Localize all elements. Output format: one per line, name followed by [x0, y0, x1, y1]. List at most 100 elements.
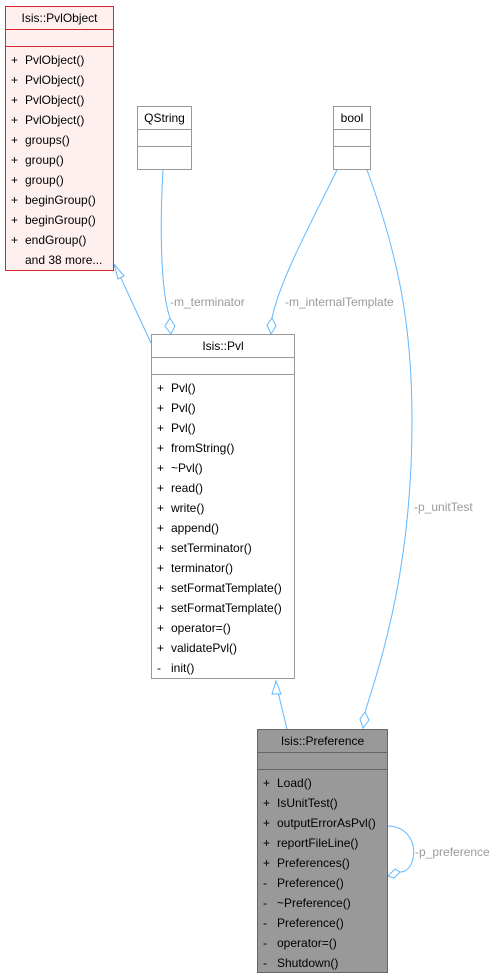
visibility-marker: + [157, 641, 165, 655]
visibility-marker: + [263, 816, 271, 830]
class-operation[interactable]: +fromString() [152, 438, 294, 458]
operation-name: Pvl() [171, 401, 196, 415]
class-operation[interactable]: +setFormatTemplate() [152, 578, 294, 598]
edge-inheritance-preference-pvl [277, 691, 288, 730]
class-operation[interactable]: +groups() [6, 130, 113, 150]
operation-name: PvlObject() [25, 93, 85, 107]
operation-name: beginGroup() [25, 213, 96, 227]
class-pvlobject[interactable]: Isis::PvlObject +PvlObject()+PvlObject()… [5, 6, 114, 271]
class-preference[interactable]: Isis::Preference +Load()+IsUnitTest()+ou… [257, 729, 388, 973]
edge-p-preference [387, 825, 415, 873]
visibility-marker: + [11, 73, 19, 87]
class-operation[interactable]: -Preference() [258, 873, 387, 893]
class-operation[interactable]: +read() [152, 478, 294, 498]
class-operation[interactable]: + Preferences() [258, 853, 387, 873]
class-title: QString [138, 107, 191, 130]
p-unit-test-diamond [359, 711, 370, 730]
operation-name: PvlObject() [25, 53, 85, 67]
class-operations: +PvlObject()+PvlObject()+PvlObject()+Pvl… [6, 47, 113, 270]
class-operation[interactable]: +IsUnitTest() [258, 793, 387, 813]
visibility-marker: + [11, 93, 19, 107]
operation-name: terminator() [171, 561, 234, 575]
visibility-marker: + [263, 856, 271, 870]
operation-name: IsUnitTest() [277, 796, 338, 810]
visibility-marker: - [263, 896, 267, 910]
class-operation[interactable]: +~Pvl() [152, 458, 294, 478]
operation-name: setFormatTemplate() [171, 601, 282, 615]
visibility-marker: - [263, 876, 267, 890]
class-operation[interactable]: -Shutdown() [258, 953, 387, 973]
class-operation[interactable]: -~Preference() [258, 893, 387, 913]
visibility-marker: - [263, 936, 267, 950]
class-operation[interactable]: -operator=() [258, 933, 387, 953]
m-internal-template-diamond [266, 317, 277, 336]
visibility-marker: + [11, 193, 19, 207]
visibility-marker: + [157, 501, 165, 515]
operation-name: fromString() [171, 441, 235, 455]
inheritance-arrowhead-pvl [271, 679, 282, 695]
operation-name: reportFileLine() [277, 836, 359, 850]
operation-name: validatePvl() [171, 641, 238, 655]
operation-name: Shutdown() [277, 956, 339, 970]
class-qstring[interactable]: QString [137, 106, 192, 170]
class-operation[interactable]: -init() [152, 658, 294, 678]
class-operation[interactable]: + PvlObject() [6, 90, 113, 110]
operation-name: endGroup() [25, 233, 87, 247]
class-operation[interactable]: +endGroup() [6, 230, 113, 250]
class-operation[interactable]: + Pvl() [152, 378, 294, 398]
class-attributes [334, 130, 370, 147]
class-operation[interactable]: +beginGroup() [6, 190, 113, 210]
visibility-marker: + [157, 621, 165, 635]
class-operation[interactable]: +terminator() [152, 558, 294, 578]
operation-name: setTerminator() [171, 541, 252, 555]
operation-name: setFormatTemplate() [171, 581, 282, 595]
class-operation[interactable]: +group() [6, 150, 113, 170]
class-operation[interactable]: +PvlObject() [6, 50, 113, 70]
class-operation[interactable]: + validatePvl() [152, 638, 294, 658]
class-operation[interactable]: +setFormatTemplate() [152, 598, 294, 618]
class-operation[interactable]: +group() [6, 170, 113, 190]
class-operation[interactable]: +append() [152, 518, 294, 538]
edge-label-p-unit-test: -p_unitTest [414, 500, 473, 514]
class-operation[interactable]: and 38 more... [6, 250, 113, 270]
class-bool[interactable]: bool [333, 106, 371, 170]
edge-inheritance-pvl-pvlobject [118, 273, 152, 344]
class-operation[interactable]: +setTerminator() [152, 538, 294, 558]
class-operation[interactable]: + reportFileLine() [258, 833, 387, 853]
class-operation[interactable]: + PvlObject() [6, 110, 113, 130]
class-title: Isis::PvlObject [6, 7, 113, 30]
operation-name: Preferences() [277, 856, 350, 870]
operation-name: PvlObject() [25, 113, 85, 127]
class-operation[interactable]: +Load() [258, 773, 387, 793]
edge-label-m-terminator: -m_terminator [170, 295, 245, 309]
operation-name: Pvl() [171, 381, 196, 395]
class-operation[interactable]: +beginGroup() [6, 210, 113, 230]
class-operation[interactable]: +PvlObject() [6, 70, 113, 90]
operation-name: group() [25, 153, 64, 167]
class-attributes [138, 130, 191, 147]
class-operation[interactable]: +operator=() [152, 618, 294, 638]
operation-name: Load() [277, 776, 312, 790]
visibility-marker: + [157, 461, 165, 475]
class-operation[interactable]: +Pvl() [152, 398, 294, 418]
visibility-marker: + [157, 381, 165, 395]
edge-m-internal-template [271, 169, 338, 319]
operation-name: outputErrorAsPvl() [277, 816, 376, 830]
class-pvl[interactable]: Isis::Pvl +Pvl()+Pvl()+Pvl()+fromString(… [151, 334, 295, 679]
inheritance-arrowhead-pvlobject [113, 263, 125, 280]
class-operation[interactable]: + outputErrorAsPvl() [258, 813, 387, 833]
visibility-marker: + [263, 836, 271, 850]
class-operation[interactable]: + Pvl() [152, 418, 294, 438]
visibility-marker: + [11, 113, 19, 127]
edge-p-unit-test [364, 169, 413, 713]
visibility-marker: + [157, 421, 165, 435]
class-operation[interactable]: -Preference() [258, 913, 387, 933]
operation-name: and 38 more... [25, 253, 103, 267]
visibility-marker: + [157, 481, 165, 495]
operation-name: Pvl() [171, 421, 196, 435]
class-operation[interactable]: +write() [152, 498, 294, 518]
class-title: Isis::Pvl [152, 335, 294, 358]
class-attributes [152, 358, 294, 375]
edge-label-m-internal-template: -m_internalTemplate [285, 295, 394, 309]
